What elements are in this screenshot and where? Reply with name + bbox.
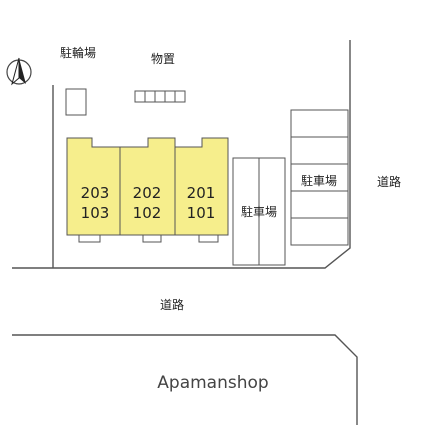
unit-lower-number: 103: [81, 204, 110, 222]
watermark-text: Apamanshop: [157, 373, 268, 393]
bicycle-parking-area: [65, 88, 87, 116]
lot-boundary: [12, 40, 351, 269]
entrance-step: [142, 234, 162, 243]
unit-upper-number: 201: [187, 184, 216, 202]
entrance-step: [78, 234, 101, 243]
unit-upper-number: 202: [133, 184, 162, 202]
storage-label: 物置: [151, 52, 175, 66]
unit-203-103: 203 103: [66, 137, 121, 236]
unit-lower-number: 102: [133, 204, 162, 222]
parking-label-right: 駐車場: [301, 173, 337, 188]
road-edge: [12, 334, 358, 425]
entrance-step: [198, 234, 219, 243]
parking-lot-center: [232, 157, 286, 266]
building: 203 103 202 102 201 101: [66, 137, 229, 243]
parking-lot-right: [290, 109, 349, 246]
parking-label-center: 駐車場: [241, 204, 277, 219]
unit-202-102: 202 102: [119, 137, 176, 236]
unit-201-101: 201 101: [174, 137, 229, 236]
bicycle-parking-label: 駐輪場: [60, 45, 96, 60]
road-label-right: 道路: [377, 174, 401, 189]
north-arrow-icon: [6, 57, 32, 86]
road-label-bottom: 道路: [160, 297, 184, 312]
unit-upper-number: 203: [81, 184, 110, 202]
storage-units: [134, 90, 186, 103]
unit-lower-number: 101: [187, 204, 216, 222]
